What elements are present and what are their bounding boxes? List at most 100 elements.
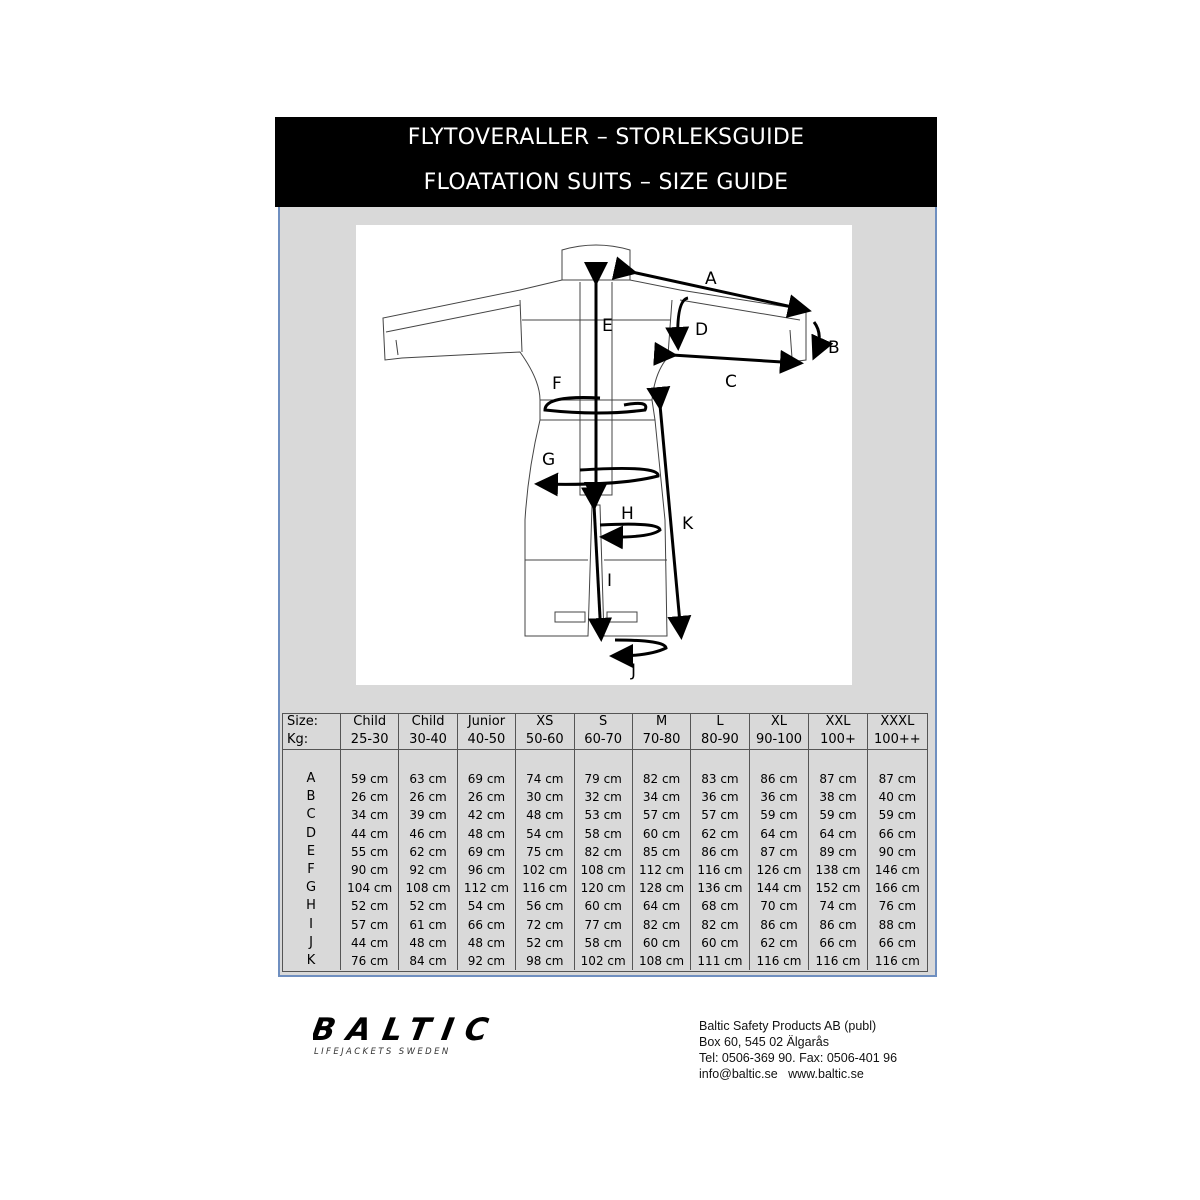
measurement-cell: 82 cm: [690, 915, 750, 934]
title-swedish: FLYTOVERALLER – STORLEKSGUIDE: [407, 125, 805, 150]
label-i: I: [607, 571, 612, 591]
size-header: L: [690, 713, 750, 731]
measurement-cell: 88 cm: [866, 915, 927, 934]
measurement-label: C: [306, 807, 316, 823]
measurement-label: F: [307, 862, 315, 878]
measurement-cell: 136 cm: [690, 879, 750, 898]
measurement-cell: 39 cm: [398, 806, 458, 825]
measurement-cell: 60 cm: [690, 933, 750, 952]
size-header: Child: [398, 713, 458, 731]
measurement-cell: 62 cm: [398, 842, 458, 861]
website-link[interactable]: www.baltic.se: [788, 1067, 864, 1081]
measurement-cell: 112 cm: [456, 879, 516, 898]
size-header: M: [631, 713, 691, 731]
measurement-cell: 74 cm: [515, 770, 574, 789]
spacer-row: [282, 749, 927, 770]
measurement-cell: 52 cm: [398, 897, 458, 916]
measurement-cell: 52 cm: [515, 933, 574, 952]
measurement-cell: 86 cm: [808, 915, 868, 934]
measurement-cell: 66 cm: [456, 915, 516, 934]
measurement-cell: 116 cm: [748, 951, 809, 971]
measurement-cell: 34 cm: [339, 806, 399, 825]
measurement-cell: 38 cm: [808, 788, 868, 807]
measurement-cell: 89 cm: [808, 842, 868, 861]
measurement-cell: 57 cm: [631, 806, 691, 825]
kg-header: 70-80: [631, 731, 691, 750]
measurement-cell: 84 cm: [398, 951, 458, 971]
measurement-cell: 34 cm: [631, 788, 691, 807]
measurement-cell: 53 cm: [573, 806, 633, 825]
measurement-cell: 63 cm: [398, 770, 458, 789]
measurement-cell: 98 cm: [515, 951, 574, 971]
measurement-cell: 42 cm: [456, 806, 516, 825]
measurement-cell: 56 cm: [515, 897, 574, 916]
size-header: Junior: [456, 713, 516, 731]
measurement-cell: 116 cm: [690, 860, 750, 880]
title-banner: FLYTOVERALLER – STORLEKSGUIDE FLOATATION…: [275, 117, 937, 207]
measurement-cell: 64 cm: [748, 824, 809, 843]
measurement-cell: 86 cm: [690, 842, 750, 861]
postal-address: Box 60, 545 02 Älgarås: [699, 1035, 829, 1049]
measurement-label: A: [306, 771, 316, 787]
kg-header: 40-50: [456, 731, 516, 750]
measurement-cell: 92 cm: [456, 951, 516, 971]
measurement-cell: 58 cm: [573, 933, 633, 952]
measurement-cell: 86 cm: [748, 770, 809, 789]
measurement-cell: 48 cm: [398, 933, 458, 952]
measurement-cell: 54 cm: [456, 897, 516, 916]
measurement-cell: 61 cm: [398, 915, 458, 934]
measurement-cell: 74 cm: [808, 897, 868, 916]
measurement-cell: 44 cm: [339, 824, 399, 843]
kg-header: 30-40: [398, 731, 458, 750]
label-e: E: [602, 316, 613, 336]
measurement-cell: 58 cm: [573, 824, 633, 843]
measurement-label: E: [306, 843, 316, 859]
kg-header: 25-30: [339, 731, 399, 750]
measurement-cell: 46 cm: [398, 824, 458, 843]
measurement-label: H: [306, 898, 316, 914]
measurement-cell: 152 cm: [808, 879, 868, 898]
kg-header: 100++: [866, 731, 927, 750]
measurement-cell: 54 cm: [515, 824, 574, 843]
measurement-cell: 36 cm: [748, 788, 809, 807]
measurement-cell: 166 cm: [866, 879, 927, 898]
measurement-cell: 59 cm: [808, 806, 868, 825]
measurement-label: K: [306, 952, 316, 968]
measurement-cell: 116 cm: [808, 951, 868, 971]
label-j: J: [630, 661, 636, 681]
company-name: Baltic Safety Products AB (publ): [699, 1019, 877, 1033]
measurement-cell: 108 cm: [398, 879, 458, 898]
measurement-cell: 126 cm: [748, 860, 809, 880]
measurement-cell: 59 cm: [339, 770, 399, 789]
measurement-cell: 52 cm: [339, 897, 399, 916]
measurement-cell: 82 cm: [573, 842, 633, 861]
measurement-label: G: [305, 880, 317, 896]
size-header: Child: [339, 713, 399, 731]
measurement-cell: 83 cm: [690, 770, 750, 789]
email-link[interactable]: info@baltic.se: [699, 1067, 778, 1081]
measurement-cell: 48 cm: [456, 933, 516, 952]
measurement-cell: 112 cm: [631, 860, 691, 880]
size-label: Size:: [287, 714, 319, 729]
measurement-cell: 64 cm: [631, 897, 691, 916]
measurement-cell: 66 cm: [808, 933, 868, 952]
label-f: F: [552, 374, 562, 394]
measurement-cell: 77 cm: [573, 915, 633, 934]
measurement-cell: 60 cm: [573, 897, 633, 916]
measurement-cell: 48 cm: [515, 806, 574, 825]
measurement-cell: 120 cm: [573, 879, 633, 898]
measurement-label: B: [306, 789, 316, 805]
svg-text:BALTIC: BALTIC: [313, 1012, 493, 1048]
measurement-cell: 57 cm: [690, 806, 750, 825]
kg-header: 50-60: [515, 731, 574, 750]
label-g: G: [542, 450, 555, 470]
